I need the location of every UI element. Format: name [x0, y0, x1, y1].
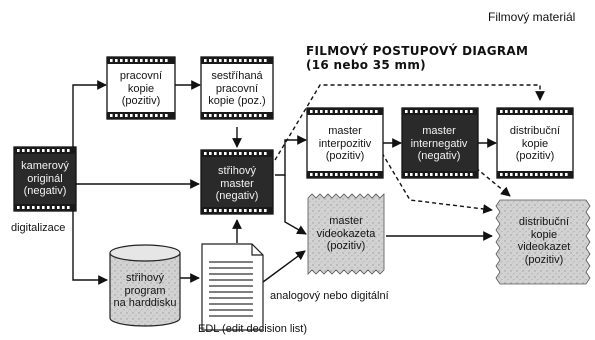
label-analog-digital: analogový nebo digitální: [270, 290, 389, 302]
diagram-title-line1: FILMOVÝ POSTUPOVÝ DIAGRAM: [306, 44, 528, 58]
node-master-internegativ: master internegativ (negativ): [405, 125, 473, 163]
section-title: Filmový materiál: [488, 10, 575, 24]
diagram-title: FILMOVÝ POSTUPOVÝ DIAGRAM (16 nebo 35 mm…: [306, 44, 528, 72]
node-master-interpozitiv: master interpozitiv (pozitiv): [311, 125, 379, 163]
node-sestrihana-kopie: sestříhaná pracovní kopie (poz.): [204, 70, 270, 108]
arrow-to-strihovy-program: [73, 200, 107, 280]
arrow-to-pracovni-kopie: [73, 85, 106, 170]
node-pracovni-kopie: pracovní kopie (pozitiv): [110, 70, 172, 108]
arrow-master-to-videokazeta: [285, 175, 306, 234]
node-strihovy-program: střihový program na harddisku: [110, 272, 180, 310]
edl-document: [202, 244, 263, 330]
node-distribucni-kopie: distribuční kopie (pozitiv): [501, 125, 569, 163]
arrow-edl-to-videokazeta: [263, 251, 305, 282]
label-digitalizace: digitalizace: [11, 222, 65, 234]
node-distribucni-videokazet: distribuční kopie videokazet (pozitiv): [502, 216, 586, 266]
node-strihovy-master: střihový master (negativ): [205, 165, 269, 203]
label-edl: EDL (edit decision list): [198, 323, 307, 335]
node-master-videokazeta: master videokazeta (pozitiv): [310, 215, 382, 253]
node-kamerovy-original: kamerový originál (negativ): [16, 160, 74, 198]
diagram-title-line2: (16 nebo 35 mm): [306, 58, 528, 72]
arrow-master-to-interpozitiv: [275, 140, 306, 175]
film-strip-nodes: [14, 57, 573, 214]
